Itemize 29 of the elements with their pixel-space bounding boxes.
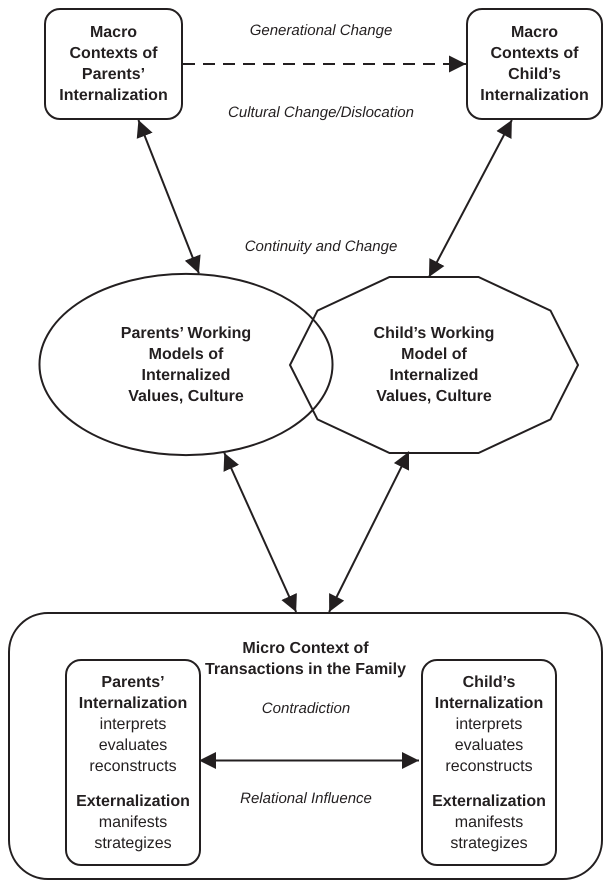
rounded-box — [421, 659, 557, 866]
arrow — [428, 120, 513, 278]
node-text: interprets evaluates reconstructs — [89, 714, 177, 776]
decagon — [290, 277, 578, 453]
text-label: Generational Change — [250, 22, 392, 39]
container-box — [8, 612, 603, 880]
rounded-box — [65, 659, 201, 866]
node-text: manifests strategizes — [94, 812, 172, 854]
node-text: interprets evaluates reconstructs — [445, 714, 533, 776]
node-heading: Macro Contexts of Parents’ Internalization — [58, 23, 169, 106]
rounded-box — [466, 8, 603, 120]
ellipse — [38, 273, 334, 456]
node-heading: Parents’ Working Models of Internalized Values, Culture — [120, 324, 252, 406]
arrow — [183, 56, 466, 72]
text-label: Continuity and Change — [244, 238, 398, 255]
text-label: Contradiction — [262, 700, 350, 717]
node-heading: Micro Context of Transactions in the Family — [204, 639, 407, 680]
node-heading: Externalization — [432, 792, 546, 812]
rounded-box — [44, 8, 183, 120]
arrow — [223, 452, 298, 612]
arrow — [328, 451, 410, 612]
arrow — [136, 120, 201, 274]
node-text: manifests strategizes — [450, 812, 528, 854]
node-heading: Child’s Working Model of Internalized Values, Culture — [372, 324, 496, 407]
arrow — [199, 752, 419, 769]
node-heading: Macro Contexts of Child’s Internalization — [479, 23, 590, 106]
text-label: Relational Influence — [240, 790, 372, 807]
node-heading: Externalization — [76, 792, 190, 812]
text-label: Cultural Change/Dislocation — [228, 104, 414, 121]
